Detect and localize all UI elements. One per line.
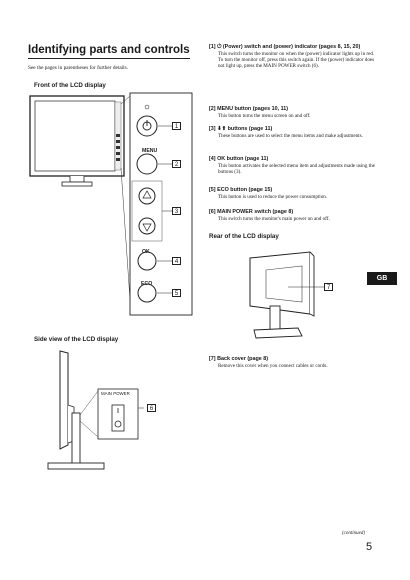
power-symbol-icon: ⏻ — [217, 44, 222, 50]
continued-note: (continued) — [342, 531, 366, 536]
page-number: 5 — [366, 541, 373, 553]
item-number: [3] — [209, 126, 216, 132]
item-body: These buttons are used to select the men… — [218, 132, 363, 139]
eco-label: ECO — [141, 281, 153, 287]
ok-button-illustration — [137, 251, 157, 271]
item-body: This button activates the selected menu … — [218, 162, 375, 175]
power-indicator-illustration — [144, 104, 150, 110]
rear-heading: Rear of the LCD display — [209, 233, 279, 240]
side-heading: Side view of the LCD display — [34, 336, 119, 343]
item-body: Remove this cover when you connect cable… — [218, 362, 328, 369]
item-1: [1] ⏻ (Power) switch and (power) indicat… — [209, 44, 379, 69]
callout-3: 3 — [172, 207, 181, 215]
item-body: This switch turns the monitor on when th… — [218, 50, 375, 70]
title-rule — [28, 58, 190, 59]
front-view-figure — [29, 92, 193, 316]
item-number: [5] — [209, 187, 216, 193]
main-power-label: MAIN POWER — [101, 391, 130, 396]
callout-1: 1 — [172, 122, 181, 130]
item-4: [4] OK button (page 11) This button acti… — [209, 156, 379, 175]
front-heading: Front of the LCD display — [34, 82, 106, 89]
rear-view-figure — [249, 251, 324, 339]
item-number: [2] — [209, 106, 216, 112]
menu-label: MENU — [142, 148, 158, 154]
item-3: [3] ⬇⬆ buttons (page 11) These buttons a… — [209, 126, 379, 139]
item-number: [6] — [209, 209, 216, 215]
language-tab: GB — [367, 272, 397, 285]
item-body: This button turns the menu screen on and… — [218, 112, 311, 119]
item-body: This button is used to reduce the power … — [218, 193, 328, 200]
callout-2: 2 — [172, 160, 181, 168]
callout-7: 7 — [324, 283, 333, 291]
front-monitor-illustration — [29, 95, 125, 187]
item-number: [7] — [209, 356, 216, 362]
side-monitor-illustration — [47, 350, 105, 470]
ok-label: OK — [142, 249, 150, 255]
item-number: [1] — [209, 44, 216, 50]
rear-monitor-illustration — [249, 251, 315, 339]
item-body: This switch turns the monitor's main pow… — [218, 215, 330, 222]
callout-5: 5 — [172, 289, 181, 297]
side-view-figure — [47, 350, 144, 470]
callout-6: 6 — [147, 404, 156, 412]
item-number: [4] — [209, 156, 216, 162]
up-down-arrows-icon: ⬇⬆ — [217, 126, 227, 132]
page-title: Identifying parts and controls — [28, 44, 190, 56]
eco-button-illustration — [137, 283, 157, 303]
menu-button-illustration — [136, 153, 158, 175]
item-7: [7] Back cover (page 8) Remove this cove… — [209, 356, 379, 369]
callout-4: 4 — [172, 257, 181, 265]
intro-text: See the pages in parentheses for further… — [28, 65, 129, 71]
item-6: [6] MAIN POWER switch (page 8) This swit… — [209, 209, 379, 222]
item-5: [5] ECO button (page 15) This button is … — [209, 187, 379, 200]
item-2: [2] MENU button (pages 10, 11) This butt… — [209, 106, 379, 119]
